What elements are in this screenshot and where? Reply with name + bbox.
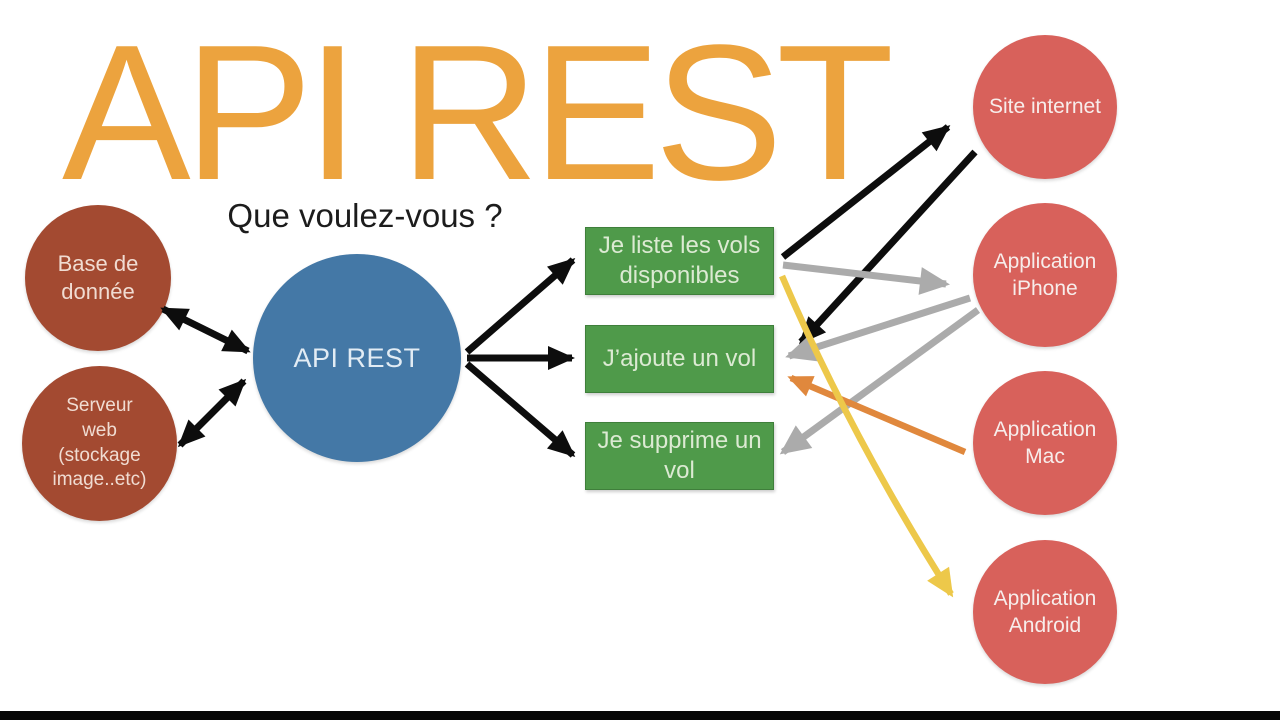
arrow-iphone-to-ajoute-vol	[785, 294, 972, 362]
arrow-iphone-to-supprime-vol	[779, 307, 981, 455]
client-circle-application-mac: Application Mac	[973, 371, 1117, 515]
question-subtitle: Que voulez-vous ?	[227, 197, 503, 234]
page-title: API REST	[62, 4, 894, 220]
arrow-api-to-liste-vols	[464, 257, 576, 355]
backend-circle-serveur-web: Serveur web (stockage image..etc)	[22, 366, 177, 521]
arrow-base-de-donnee-api	[160, 305, 251, 355]
client-circle-site-internet: Site internet	[973, 35, 1117, 179]
action-box-ajoute-vol: J’ajoute un vol	[585, 325, 774, 393]
arrow-liste-vols-to-iphone	[782, 261, 950, 295]
client-circle-application-android: Application Android	[973, 540, 1117, 684]
letterbox-bottom-bar	[0, 711, 1280, 720]
arrow-api-to-supprime-vol	[464, 361, 576, 458]
client-circle-application-iphone: Application iPhone	[973, 203, 1117, 347]
backend-circle-base-de-donnee: Base de donnée	[25, 205, 171, 351]
arrow-liste-vols-to-android	[779, 274, 954, 598]
action-box-supprime-vol: Je supprime un vol	[585, 422, 774, 490]
arrow-mac-to-ajoute-vol	[787, 375, 967, 455]
action-box-liste-vols: Je liste les vols disponibles	[585, 227, 774, 295]
api-rest-circle: API REST	[253, 254, 461, 462]
arrow-serveur-web-api	[177, 378, 247, 448]
